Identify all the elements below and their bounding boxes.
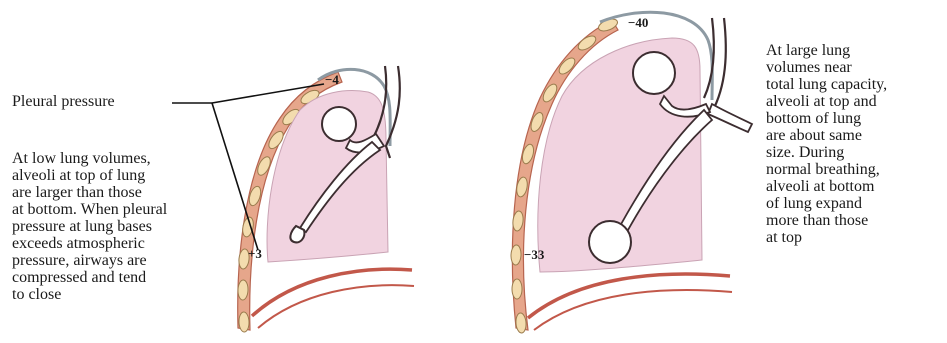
description-line: exceeds atmospheric [12, 235, 167, 252]
description-line: alveoli at top and [766, 93, 887, 110]
diaphragm-icon [258, 285, 414, 328]
description-line: pressure, airways are [12, 252, 167, 269]
diaphragm-icon [528, 274, 730, 318]
description-line: are larger than those [12, 184, 167, 201]
pleural-pressure-label: Pleural pressure [12, 93, 115, 110]
left-diagram [172, 66, 414, 332]
description-line: At large lung [766, 42, 887, 59]
left-pressure-top: −4 [325, 73, 339, 87]
description-line: at top [766, 229, 887, 246]
alveolus-icon [589, 221, 631, 263]
description-line: normal breathing, [766, 161, 887, 178]
rib-icon [238, 280, 249, 300]
description-line: to close [12, 286, 167, 303]
description-line: more than those [766, 212, 887, 229]
airway-icon [386, 66, 400, 158]
right-pressure-top: −40 [628, 16, 648, 30]
description-line: total lung capacity, [766, 76, 887, 93]
description-line: size. During [766, 144, 887, 161]
alveolus-icon [633, 52, 675, 94]
description-line: pressure at lung bases [12, 218, 167, 235]
description-line: volumes near [766, 59, 887, 76]
right-diagram [510, 12, 752, 333]
description-line: alveoli at top of lung [12, 167, 167, 184]
rib-icon [239, 312, 250, 332]
right-pressure-bottom: −33 [524, 248, 544, 262]
description-line: are about same [766, 127, 887, 144]
rib-icon [247, 185, 263, 207]
right-description: At large lung volumes near total lung ca… [766, 42, 887, 246]
airway-icon [708, 104, 752, 132]
description-line: bottom of lung [766, 110, 887, 127]
description-line: alveoli at bottom [766, 178, 887, 195]
left-description: At low lung volumes, alveoli at top of l… [12, 150, 167, 303]
rib-icon [512, 279, 522, 299]
description-line: compressed and tend [12, 269, 167, 286]
description-line: at bottom. When pleural [12, 201, 167, 218]
description-line: of lung expand [766, 195, 887, 212]
alveolus-icon [322, 107, 356, 141]
leader-line [212, 103, 258, 250]
description-line: At low lung volumes, [12, 150, 167, 167]
left-pressure-bottom: +3 [248, 247, 262, 261]
